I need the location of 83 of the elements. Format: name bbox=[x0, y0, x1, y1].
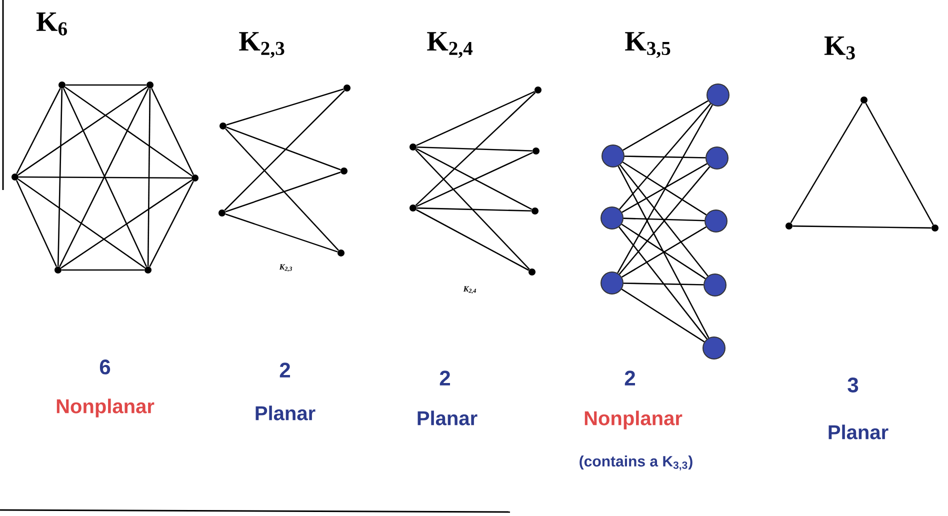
edge-line bbox=[18, 176, 192, 179]
edge-line bbox=[790, 102, 863, 224]
vertex-circle bbox=[600, 206, 624, 230]
edge-line bbox=[621, 288, 705, 342]
edge-line bbox=[64, 86, 192, 176]
vertex-dot bbox=[932, 224, 938, 232]
edge-line bbox=[619, 103, 711, 210]
planarity-label: Planar bbox=[256, 406, 316, 420]
edge-line bbox=[57, 88, 63, 266]
edge-line bbox=[416, 209, 530, 271]
graph-name: K$_{2,4}$ bbox=[427, 32, 473, 58]
vertex-dot bbox=[534, 86, 542, 94]
edge-line bbox=[18, 86, 148, 176]
edge-line bbox=[224, 90, 345, 211]
edge-line bbox=[225, 128, 339, 251]
number-label: 2 bbox=[440, 370, 450, 386]
edge-line bbox=[225, 214, 338, 252]
planarity-label: Planar bbox=[418, 410, 478, 426]
edge-line bbox=[66, 84, 146, 86]
vertex-dot bbox=[344, 84, 350, 92]
number-label: 2 bbox=[624, 370, 635, 386]
vertex-dot bbox=[532, 148, 540, 154]
vertex-dot bbox=[192, 174, 198, 182]
edge-line bbox=[618, 166, 710, 338]
edge-line bbox=[415, 149, 530, 270]
edge-line bbox=[226, 126, 341, 170]
number-label: 6 bbox=[100, 360, 110, 374]
planarity-label: Nonplanar bbox=[584, 410, 682, 430]
edge-line bbox=[151, 88, 194, 175]
vertex-dot bbox=[340, 168, 348, 174]
note-text: (contains a K$_{3,3}$) bbox=[580, 456, 692, 470]
vertex-circle bbox=[602, 144, 624, 168]
edge-line bbox=[416, 146, 532, 152]
vertex-circle bbox=[706, 84, 730, 106]
vertex-dot bbox=[220, 122, 226, 130]
number-label: 2 bbox=[280, 362, 290, 378]
edge-line bbox=[624, 156, 706, 158]
vertex-dot bbox=[218, 210, 226, 216]
graph-name: K$_{6}$ bbox=[36, 12, 67, 36]
vertex-dot bbox=[58, 82, 66, 88]
edge-line bbox=[792, 225, 932, 229]
edge-line bbox=[225, 172, 341, 212]
vertex-dot bbox=[528, 268, 536, 276]
edge-line bbox=[623, 218, 705, 222]
edge-line bbox=[416, 90, 535, 146]
vertex-dot bbox=[144, 266, 152, 274]
edge-line bbox=[16, 88, 61, 174]
edge-line bbox=[16, 180, 58, 267]
number-label: 3 bbox=[848, 378, 858, 392]
planarity-label: Nonplanar bbox=[56, 398, 154, 418]
vertex-dot bbox=[146, 82, 154, 88]
vertex-circle bbox=[704, 274, 726, 296]
graph-caption: K$_{2,4}$ bbox=[463, 286, 476, 294]
edge-line bbox=[226, 88, 344, 126]
graph-caption: K$_{2,3}$ bbox=[279, 264, 292, 272]
graph-name: K$_{2,3}$ bbox=[239, 32, 284, 58]
vertex-circle bbox=[704, 210, 728, 232]
edge-line bbox=[149, 181, 194, 267]
edge-line bbox=[416, 207, 532, 212]
vertex-dot bbox=[12, 174, 18, 180]
vertex-dot bbox=[338, 250, 344, 256]
vertex-dot bbox=[410, 144, 416, 150]
graph-name: K$_{3}$ bbox=[824, 36, 855, 60]
edge-line bbox=[60, 180, 192, 268]
edge-line bbox=[617, 104, 713, 274]
graph-name: K$_{3,5}$ bbox=[625, 32, 670, 58]
vertex-circle bbox=[706, 146, 728, 170]
vertex-dot bbox=[532, 208, 538, 214]
edge-line bbox=[618, 226, 708, 340]
vertex-circle bbox=[600, 272, 624, 294]
vertex-dot bbox=[54, 266, 62, 274]
edge-line bbox=[622, 100, 708, 151]
edge-line bbox=[623, 282, 704, 286]
vertex-dot bbox=[410, 204, 416, 212]
edge-line bbox=[18, 178, 146, 268]
edge-line bbox=[415, 92, 536, 206]
edge-line bbox=[147, 88, 151, 266]
edge-line bbox=[865, 102, 934, 226]
edge-line bbox=[62, 269, 144, 271]
vertex-dot bbox=[860, 96, 868, 104]
planarity-label: Planar bbox=[828, 424, 888, 440]
vertex-circle bbox=[702, 336, 726, 360]
vertex-dot bbox=[786, 222, 792, 230]
